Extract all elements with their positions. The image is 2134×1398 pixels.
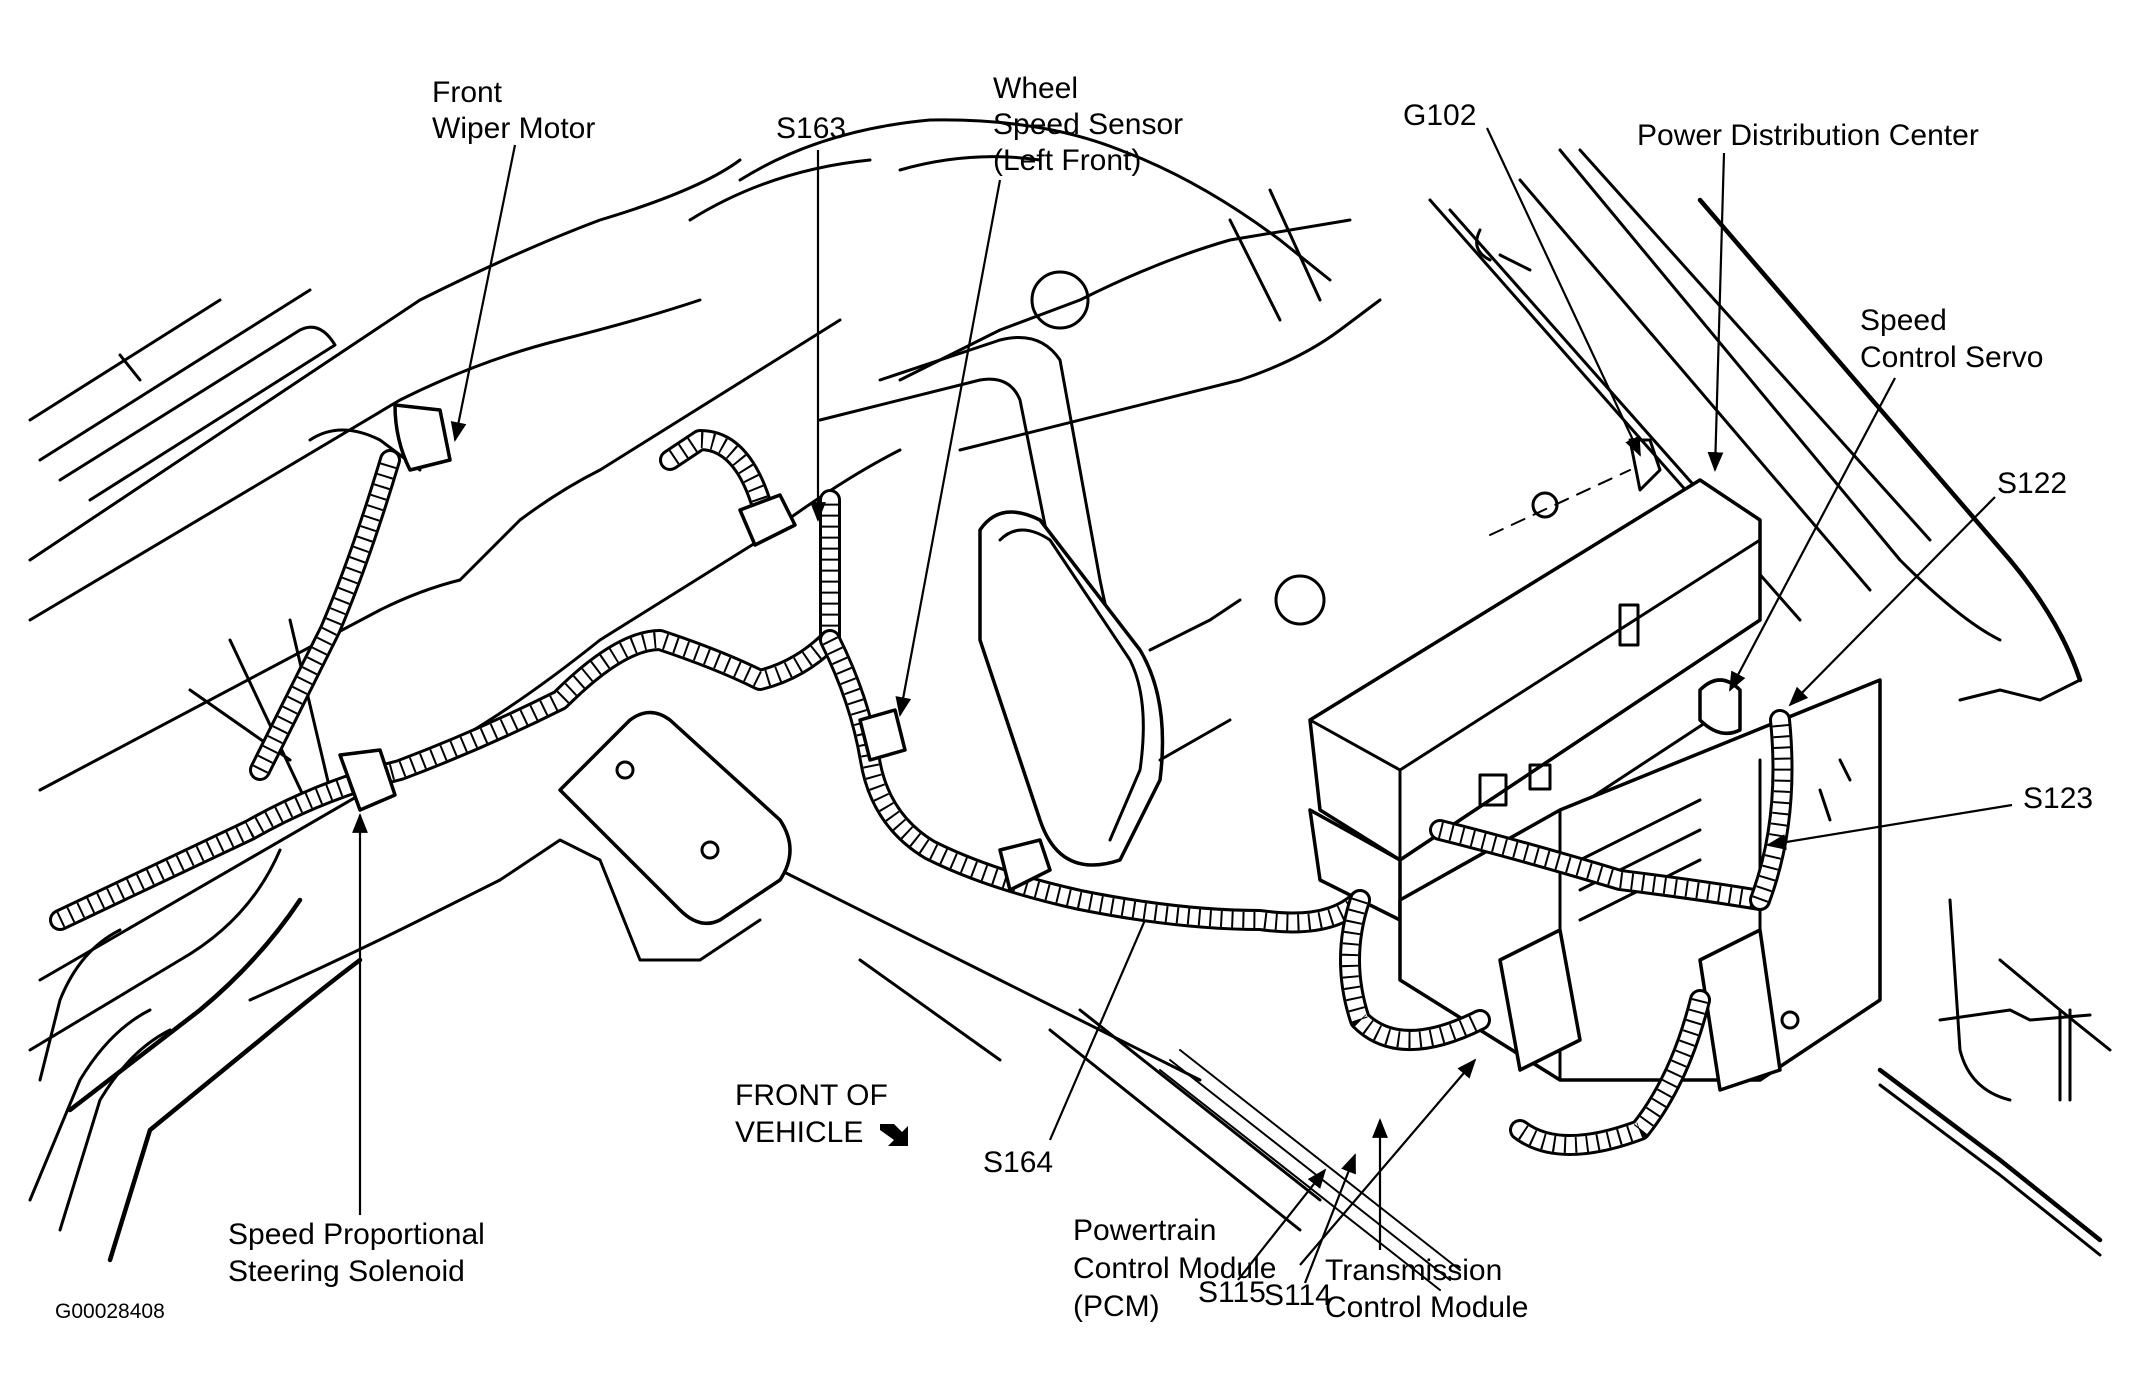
label-speed-proportional-steering-solenoid: Speed Proportional Steering Solenoid	[228, 1218, 493, 1288]
label-powertrain-control-module: Powertrain Control Module (PCM)	[1073, 1214, 1285, 1323]
wheel-speed-sensor-connector	[858, 708, 907, 762]
steering-solenoid-connector	[338, 748, 397, 812]
vehicle-body-structure	[28, 118, 2112, 1291]
label-front-wiper-motor: Front Wiper Motor	[432, 76, 595, 145]
leader-wheel-speed-sensor	[895, 179, 1002, 717]
label-s164: S164	[983, 1146, 1053, 1179]
leader-lines	[352, 127, 2013, 1284]
label-power-distribution-center: Power Distribution Center	[1637, 119, 1979, 152]
label-wheel-speed-sensor: Wheel Speed Sensor (Left Front)	[993, 72, 1191, 177]
leader-s123	[1766, 803, 2013, 850]
arrow-down-right-icon	[880, 1124, 908, 1146]
leader-speed-control-servo	[1729, 377, 1896, 692]
leader-s114	[1303, 1153, 1357, 1284]
leader-front-wiper-motor	[450, 144, 517, 442]
figure-id: G00028408	[55, 1300, 165, 1323]
wiring-harness	[49, 403, 1794, 1156]
label-s163: S163	[776, 112, 846, 145]
leader-s122	[1788, 496, 1996, 707]
wiper-motor-connector	[393, 403, 452, 472]
label-s123: S123	[2023, 782, 2093, 815]
front-of-vehicle-label: FRONT OF VEHICLE	[735, 1079, 896, 1149]
label-s122: S122	[1997, 467, 2067, 500]
leader-s115	[1237, 1168, 1327, 1281]
label-speed-control-servo: Speed Control Servo	[1860, 304, 2043, 374]
label-transmission-control-module: Transmission Control Module	[1325, 1254, 1528, 1324]
leader-g102	[1486, 127, 1641, 457]
leader-power-distribution-center	[1707, 152, 1726, 472]
label-g102: G102	[1403, 99, 1476, 132]
label-s114: S114	[1264, 1279, 1332, 1312]
leader-powertrain-control-module	[1299, 1058, 1477, 1266]
component-labels: Front Wiper Motor S163 Wheel Speed Senso…	[55, 72, 2093, 1324]
label-s115: S115	[1198, 1276, 1266, 1309]
leader-s164	[1048, 919, 1147, 1141]
